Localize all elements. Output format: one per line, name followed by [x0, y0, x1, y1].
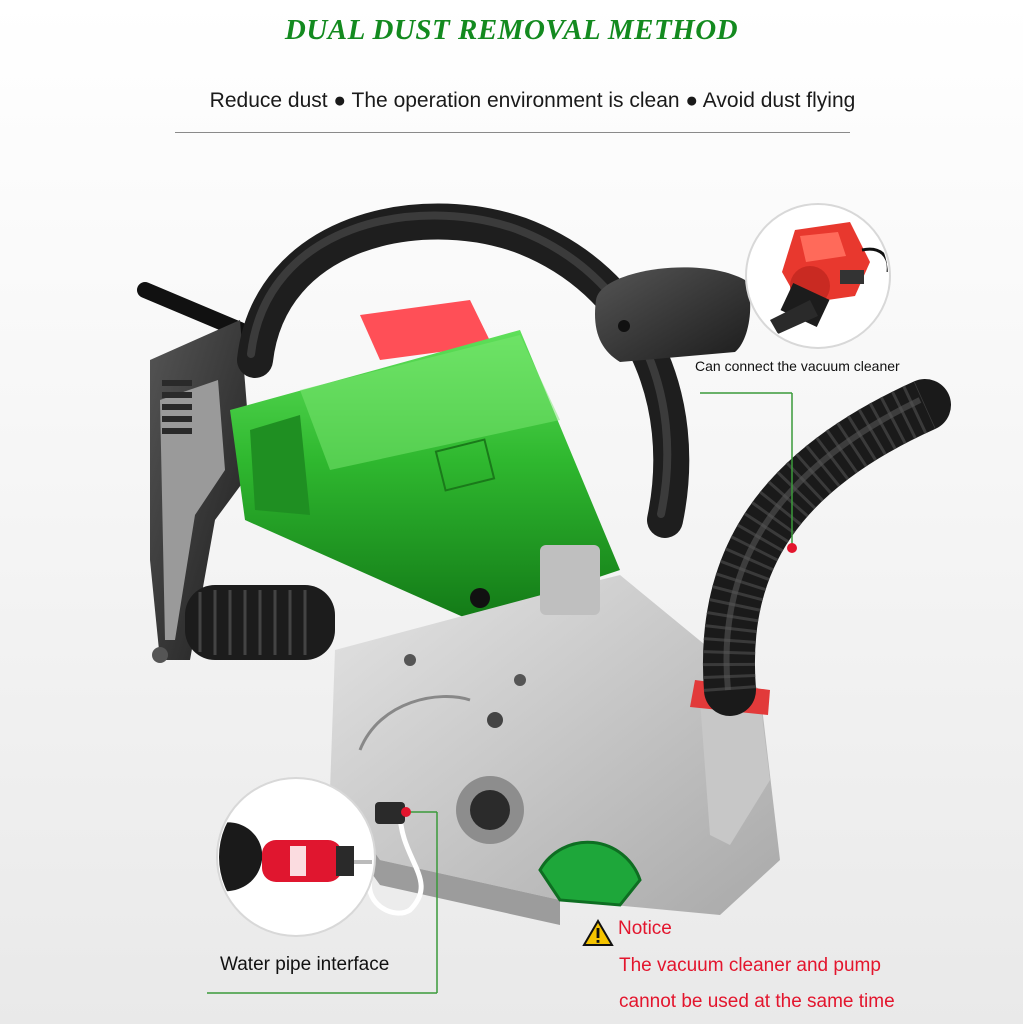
rear-handle — [150, 320, 252, 663]
notice-line-1: The vacuum cleaner and pump — [619, 955, 881, 976]
notice-title: Notice — [618, 918, 672, 939]
title-divider — [175, 132, 850, 133]
feature-subtitle: Reduce dust ● The operation environment … — [209, 89, 856, 112]
trigger-switch — [360, 300, 492, 360]
page-title: DUAL DUST REMOVAL METHOD — [284, 14, 739, 46]
water-callout-label: Water pipe interface — [220, 954, 390, 975]
water-callout-dot — [401, 807, 411, 817]
vacuum-cleaner-inset — [745, 203, 891, 349]
warning-icon — [582, 919, 614, 946]
vacuum-callout-dot — [787, 543, 797, 553]
water-pump-inset — [216, 777, 376, 937]
water-pipe — [367, 811, 424, 916]
blade-guard — [330, 545, 780, 925]
notice-line-2: cannot be used at the same time — [619, 991, 895, 1012]
side-grip — [185, 585, 335, 660]
dust-cap — [595, 267, 751, 362]
vacuum-hose — [690, 379, 951, 845]
water-callout — [207, 811, 438, 994]
vacuum-callout-label: Can connect the vacuum cleaner — [695, 358, 900, 374]
saw-blade — [538, 840, 642, 907]
vacuum-callout — [700, 392, 793, 548]
motor-housing — [230, 330, 620, 620]
power-cord — [137, 282, 248, 338]
